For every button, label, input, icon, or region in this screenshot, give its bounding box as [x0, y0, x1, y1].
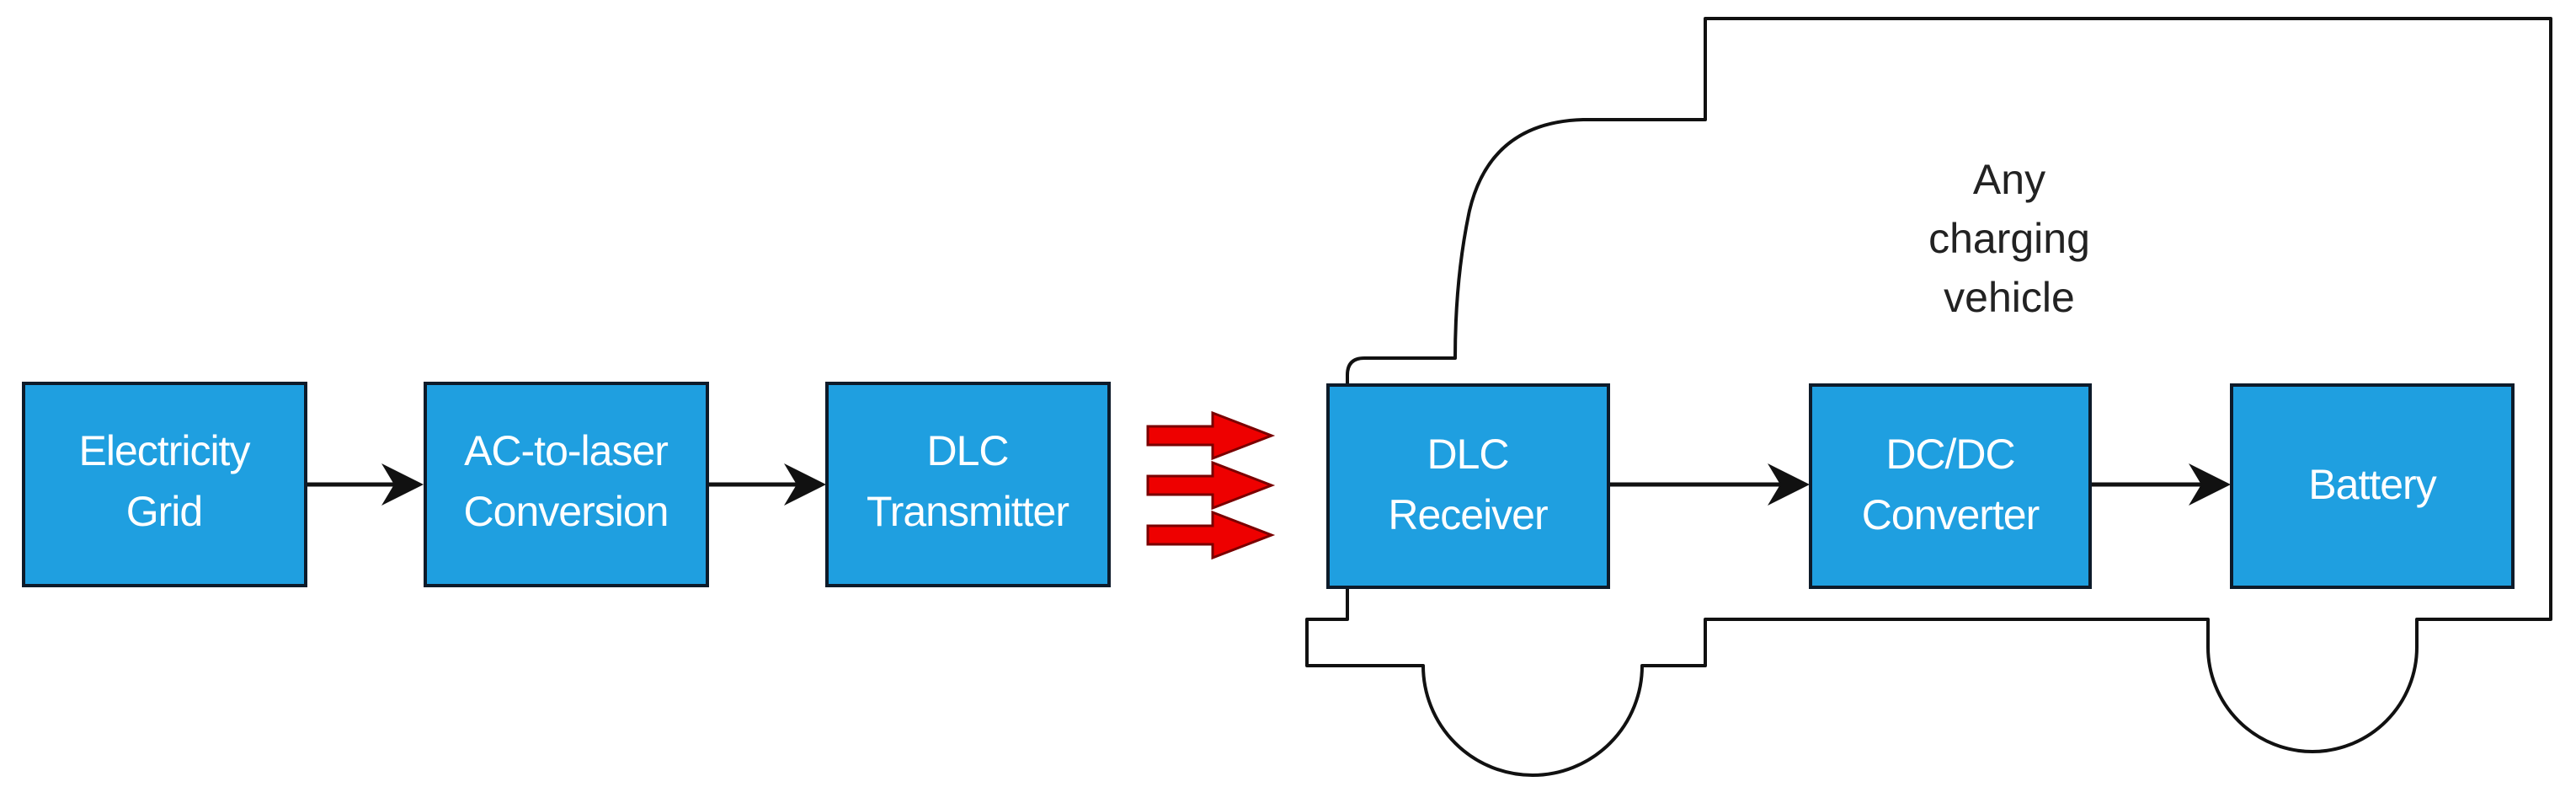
block-dc-dc-converter: DC/DC Converter	[1809, 383, 2092, 589]
block-battery: Battery	[2230, 383, 2515, 589]
laser-arrow-icon	[1146, 410, 1276, 461]
block-label-line: AC-to-laser	[464, 427, 668, 474]
vehicle-label-line: charging	[1928, 215, 2090, 262]
block-label-line: Conversion	[464, 488, 669, 535]
laser-arrow-icon	[1146, 460, 1276, 511]
block-label-line: Converter	[1862, 491, 2040, 538]
vehicle-label: Any charging vehicle	[1928, 156, 2090, 321]
block-electricity-grid: Electricity Grid	[22, 382, 307, 587]
block-ac-to-laser-conversion: AC-to-laser Conversion	[424, 382, 709, 587]
vehicle-outline	[1305, 17, 2552, 777]
block-dlc-receiver: DLC Receiver	[1326, 383, 1610, 589]
block-label-line: DC/DC	[1885, 431, 2014, 478]
vehicle-body-outline	[1305, 17, 2552, 777]
vehicle-label-line: vehicle	[1944, 274, 2075, 321]
laser-arrow-icon	[1146, 510, 1276, 560]
block-label-line: DLC	[1427, 431, 1508, 478]
block-dlc-transmitter: DLC Transmitter	[825, 382, 1111, 587]
laser-beam-arrows	[1146, 410, 1276, 560]
block-label-line: Grid	[126, 488, 202, 535]
block-label-line: DLC	[926, 427, 1008, 474]
block-label-line: Receiver	[1388, 491, 1548, 538]
block-label-line: Electricity	[79, 427, 251, 474]
block-label-line: Transmitter	[867, 488, 1069, 535]
vehicle-label-line: Any	[1973, 156, 2045, 203]
block-label-line: Battery	[2308, 461, 2436, 508]
